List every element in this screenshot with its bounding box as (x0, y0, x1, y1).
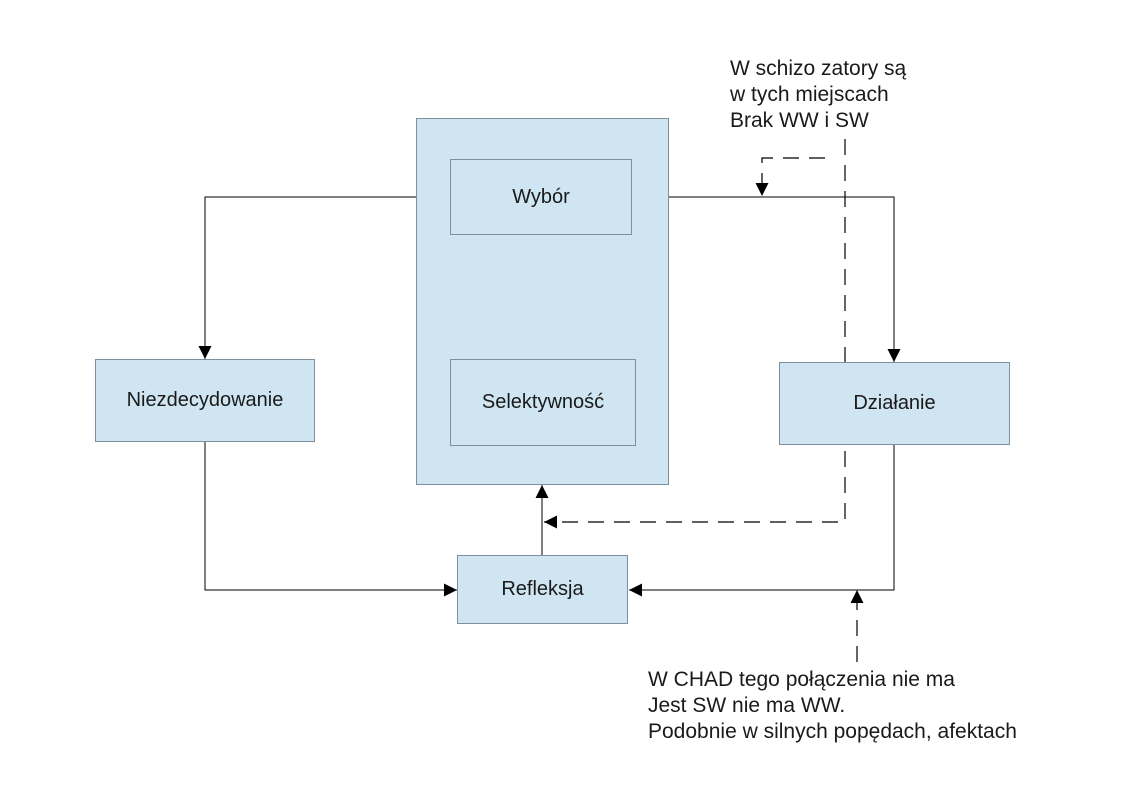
node-dzialanie: Działanie (779, 362, 1010, 445)
edge-wybor-to-niezdecydowanie (198, 196, 450, 359)
note-chad-line: Podobnie w silnych popędach, afektach (648, 720, 1017, 743)
dashed-pointer-schizo-top (755, 157, 825, 196)
node-dzialanie-label: Działanie (853, 392, 936, 414)
note-chad-line: W CHAD tego połączenia nie ma (648, 668, 955, 691)
node-refleksja: Refleksja (457, 555, 628, 624)
node-niezdecydowanie: Niezdecydowanie (95, 359, 315, 442)
node-refleksja-label: Refleksja (501, 578, 584, 600)
note-schizo-line: W schizo zatory są (730, 57, 907, 80)
node-niezdecydowanie-label: Niezdecydowanie (126, 389, 284, 411)
note-schizo-line: w tych miejscach (730, 83, 889, 106)
note-schizo-line: Brak WW i SW (730, 109, 869, 132)
node-selektywnosc: Selektywność (450, 359, 636, 446)
note-chad: W CHAD tego połączenia nie ma Jest SW ni… (648, 667, 1017, 745)
note-chad-line: Jest SW nie ma WW. (648, 694, 846, 717)
edge-dzialanie-to-refleksja (629, 445, 895, 597)
edge-niezdecydowanie-to-refleksja (204, 442, 457, 597)
node-selektywnosc-label: Selektywność (481, 391, 605, 413)
node-wybor: Wybór (450, 159, 632, 235)
note-schizo: W schizo zatory są w tych miejscach Brak… (730, 56, 906, 134)
edge-wybor-to-dzialanie (632, 196, 901, 362)
node-wybor-label: Wybór (512, 185, 570, 208)
dashed-pointer-schizo (544, 139, 846, 529)
